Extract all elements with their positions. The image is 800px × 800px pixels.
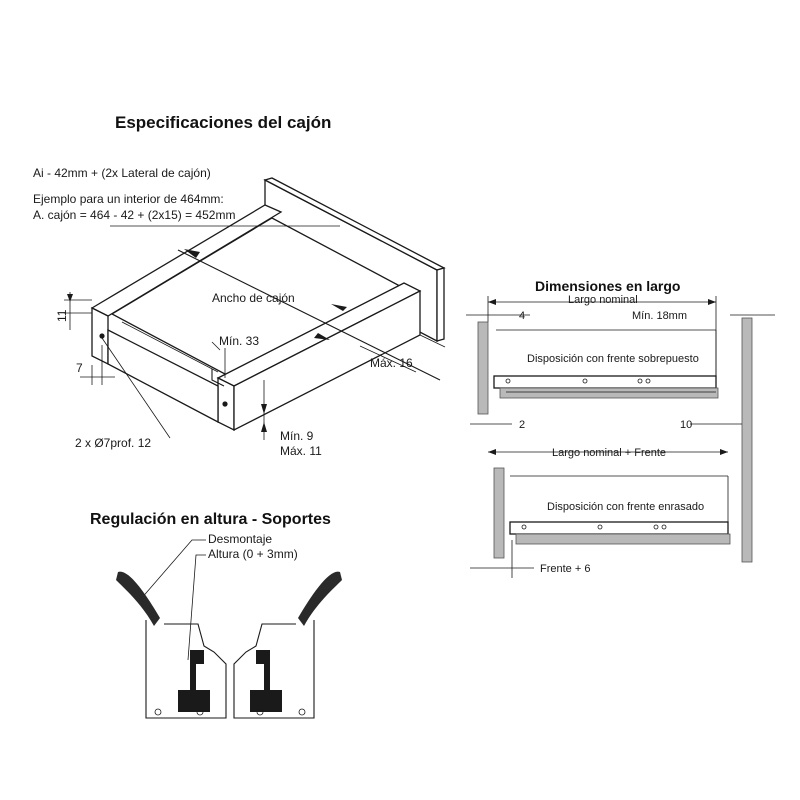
runner-overlay: Disposición con frente sobrepuesto xyxy=(477,321,719,415)
lever-left xyxy=(116,571,160,626)
cajon-example-line2: A. cajón = 464 - 42 + (2x15) = 452mm xyxy=(33,208,235,222)
support-right xyxy=(233,571,342,719)
runner-bottom-rail xyxy=(499,387,719,399)
support-right-hole xyxy=(298,708,306,716)
label-desmontaje: Desmontaje xyxy=(208,532,272,546)
nominal-front-arrow-right xyxy=(720,449,728,455)
width-arrow-mid xyxy=(314,333,330,340)
label-dim7: 7 xyxy=(76,361,83,375)
label-min18: Mín. 18mm xyxy=(632,310,687,322)
front-panel-overlay xyxy=(477,321,489,415)
label-altura: Altura (0 + 3mm) xyxy=(208,547,298,561)
label-enrasado: Disposición con frente enrasado xyxy=(547,501,704,513)
label-sobrepuesto: Disposición con frente sobrepuesto xyxy=(527,353,699,365)
drawer-back-side xyxy=(436,267,445,342)
drill-hole-left xyxy=(99,333,105,339)
runner-top-rail-flush xyxy=(509,521,729,535)
desmontaje-leader xyxy=(139,539,206,601)
nominal-arrow-right xyxy=(708,299,716,305)
drawer-notch xyxy=(211,369,225,387)
min9-arrow-bottom xyxy=(261,422,267,432)
min9-arrow-top xyxy=(261,404,267,414)
runner-hole xyxy=(505,378,511,384)
frente6-dimension: Frente + 6 xyxy=(470,540,590,578)
support-left-clip xyxy=(178,650,210,712)
support-left xyxy=(116,571,227,719)
drawer-front-rail xyxy=(107,328,219,424)
largo-mid-dimensions: 2 10 Largo nominal + Frente xyxy=(470,419,742,459)
label-dim2: 2 xyxy=(519,419,525,431)
runner-hole xyxy=(645,378,651,384)
largo-top-dimensions: Largo nominal 4 Mín. 18mm xyxy=(466,294,775,380)
regulacion-title: Regulación en altura - Soportes xyxy=(90,511,331,528)
cabinet-wall xyxy=(741,317,753,563)
width-arrow-left xyxy=(184,249,200,258)
support-left-body xyxy=(145,620,227,719)
label-max11: Máx. 11 xyxy=(280,444,322,458)
front-panel-flush xyxy=(493,467,505,559)
runner-hole xyxy=(597,524,603,530)
cajon-title: Especificaciones del cajón xyxy=(115,113,331,132)
label-largo-frente: Largo nominal + Frente xyxy=(552,447,666,459)
min33-leader xyxy=(211,341,221,351)
label-max16: Máx. 16 xyxy=(370,356,413,370)
runner-hole xyxy=(521,524,527,530)
runner-hole xyxy=(637,378,643,384)
label-dim4: 4 xyxy=(519,310,525,322)
front-rail-edge xyxy=(121,321,219,373)
drawer-dimensions: Ancho de cajón Mín. 33 Máx. 16 Mín. 9 Má… xyxy=(55,225,446,458)
cajon-formula: Ai - 42mm + (2x Lateral de cajón) xyxy=(33,166,211,180)
holes-leader xyxy=(101,337,171,439)
support-left-hole xyxy=(196,708,204,716)
label-holes: 2 x Ø7prof. 12 xyxy=(75,436,151,450)
largo-title: Dimensiones en largo xyxy=(535,278,680,294)
altura-leader xyxy=(187,554,206,661)
support-right-hole xyxy=(256,708,264,716)
runner-hole xyxy=(582,378,588,384)
label-largo-nominal: Largo nominal xyxy=(568,294,638,306)
runner-hole xyxy=(661,524,667,530)
label-dim11: 11 xyxy=(55,309,69,322)
lever-right xyxy=(298,571,342,626)
support-left-hole xyxy=(154,708,162,716)
support-right-clip xyxy=(250,650,282,712)
drill-hole-right xyxy=(222,401,228,407)
label-frente6: Frente + 6 xyxy=(540,563,590,575)
nominal-arrow-left xyxy=(488,299,496,305)
max16-ext xyxy=(419,334,446,348)
width-arrow-right xyxy=(331,304,347,311)
cajon-example-line1: Ejemplo para un interior de 464mm: xyxy=(33,192,224,206)
runner-bottom-rail-flush xyxy=(515,533,731,545)
label-dim10: 10 xyxy=(680,419,692,431)
nominal-front-arrow-left xyxy=(488,449,496,455)
label-min33: Mín. 33 xyxy=(219,334,259,348)
max16-leader xyxy=(359,345,417,373)
dim11-arrow xyxy=(67,294,73,302)
runner-flush: Disposición con frente enrasado xyxy=(493,467,731,559)
width-dimension-line xyxy=(177,249,441,381)
support-right-body xyxy=(233,620,315,719)
runner-top-rail xyxy=(493,375,717,389)
runner-hole xyxy=(653,524,659,530)
label-min9: Mín. 9 xyxy=(280,429,314,443)
label-ancho: Ancho de cajón xyxy=(212,291,295,305)
